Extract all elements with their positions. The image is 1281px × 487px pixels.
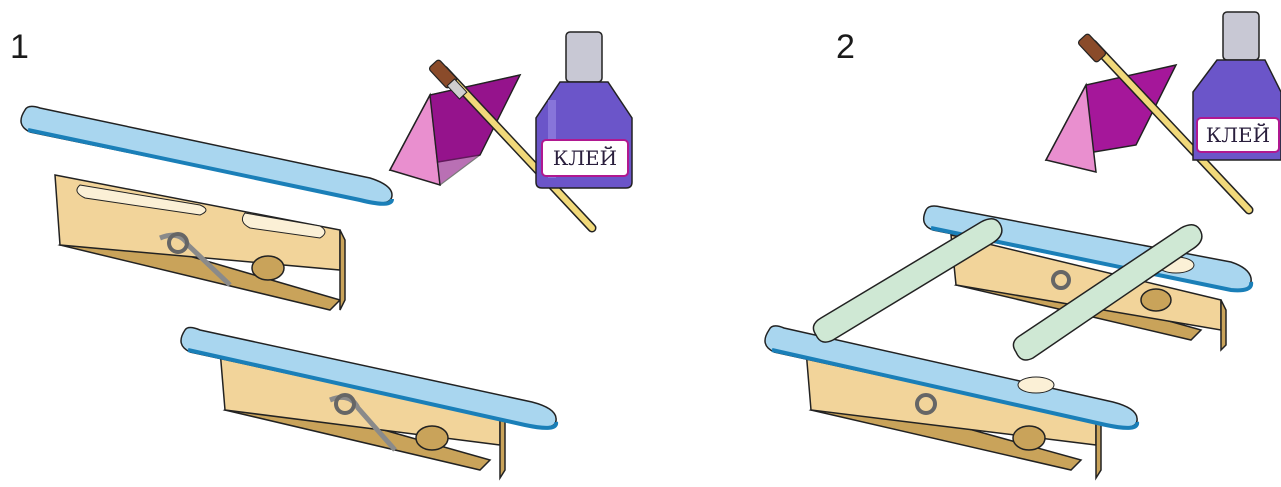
- step-1-panel: 1 КЛЕЙ: [0, 0, 640, 487]
- glue-label: КЛЕЙ: [1206, 122, 1270, 147]
- step-2-illustration: КЛЕЙ: [641, 0, 1281, 487]
- step-2-panel: 2 КЛЕЙ: [641, 0, 1281, 487]
- step-1-illustration: КЛЕЙ: [0, 0, 640, 487]
- glue-bottle: КЛЕЙ: [1193, 12, 1281, 160]
- clothespin-top: [55, 175, 345, 310]
- glue-label: КЛЕЙ: [553, 145, 617, 170]
- glue-bottle: КЛЕЙ: [536, 32, 632, 188]
- glue-stand: [1046, 65, 1176, 172]
